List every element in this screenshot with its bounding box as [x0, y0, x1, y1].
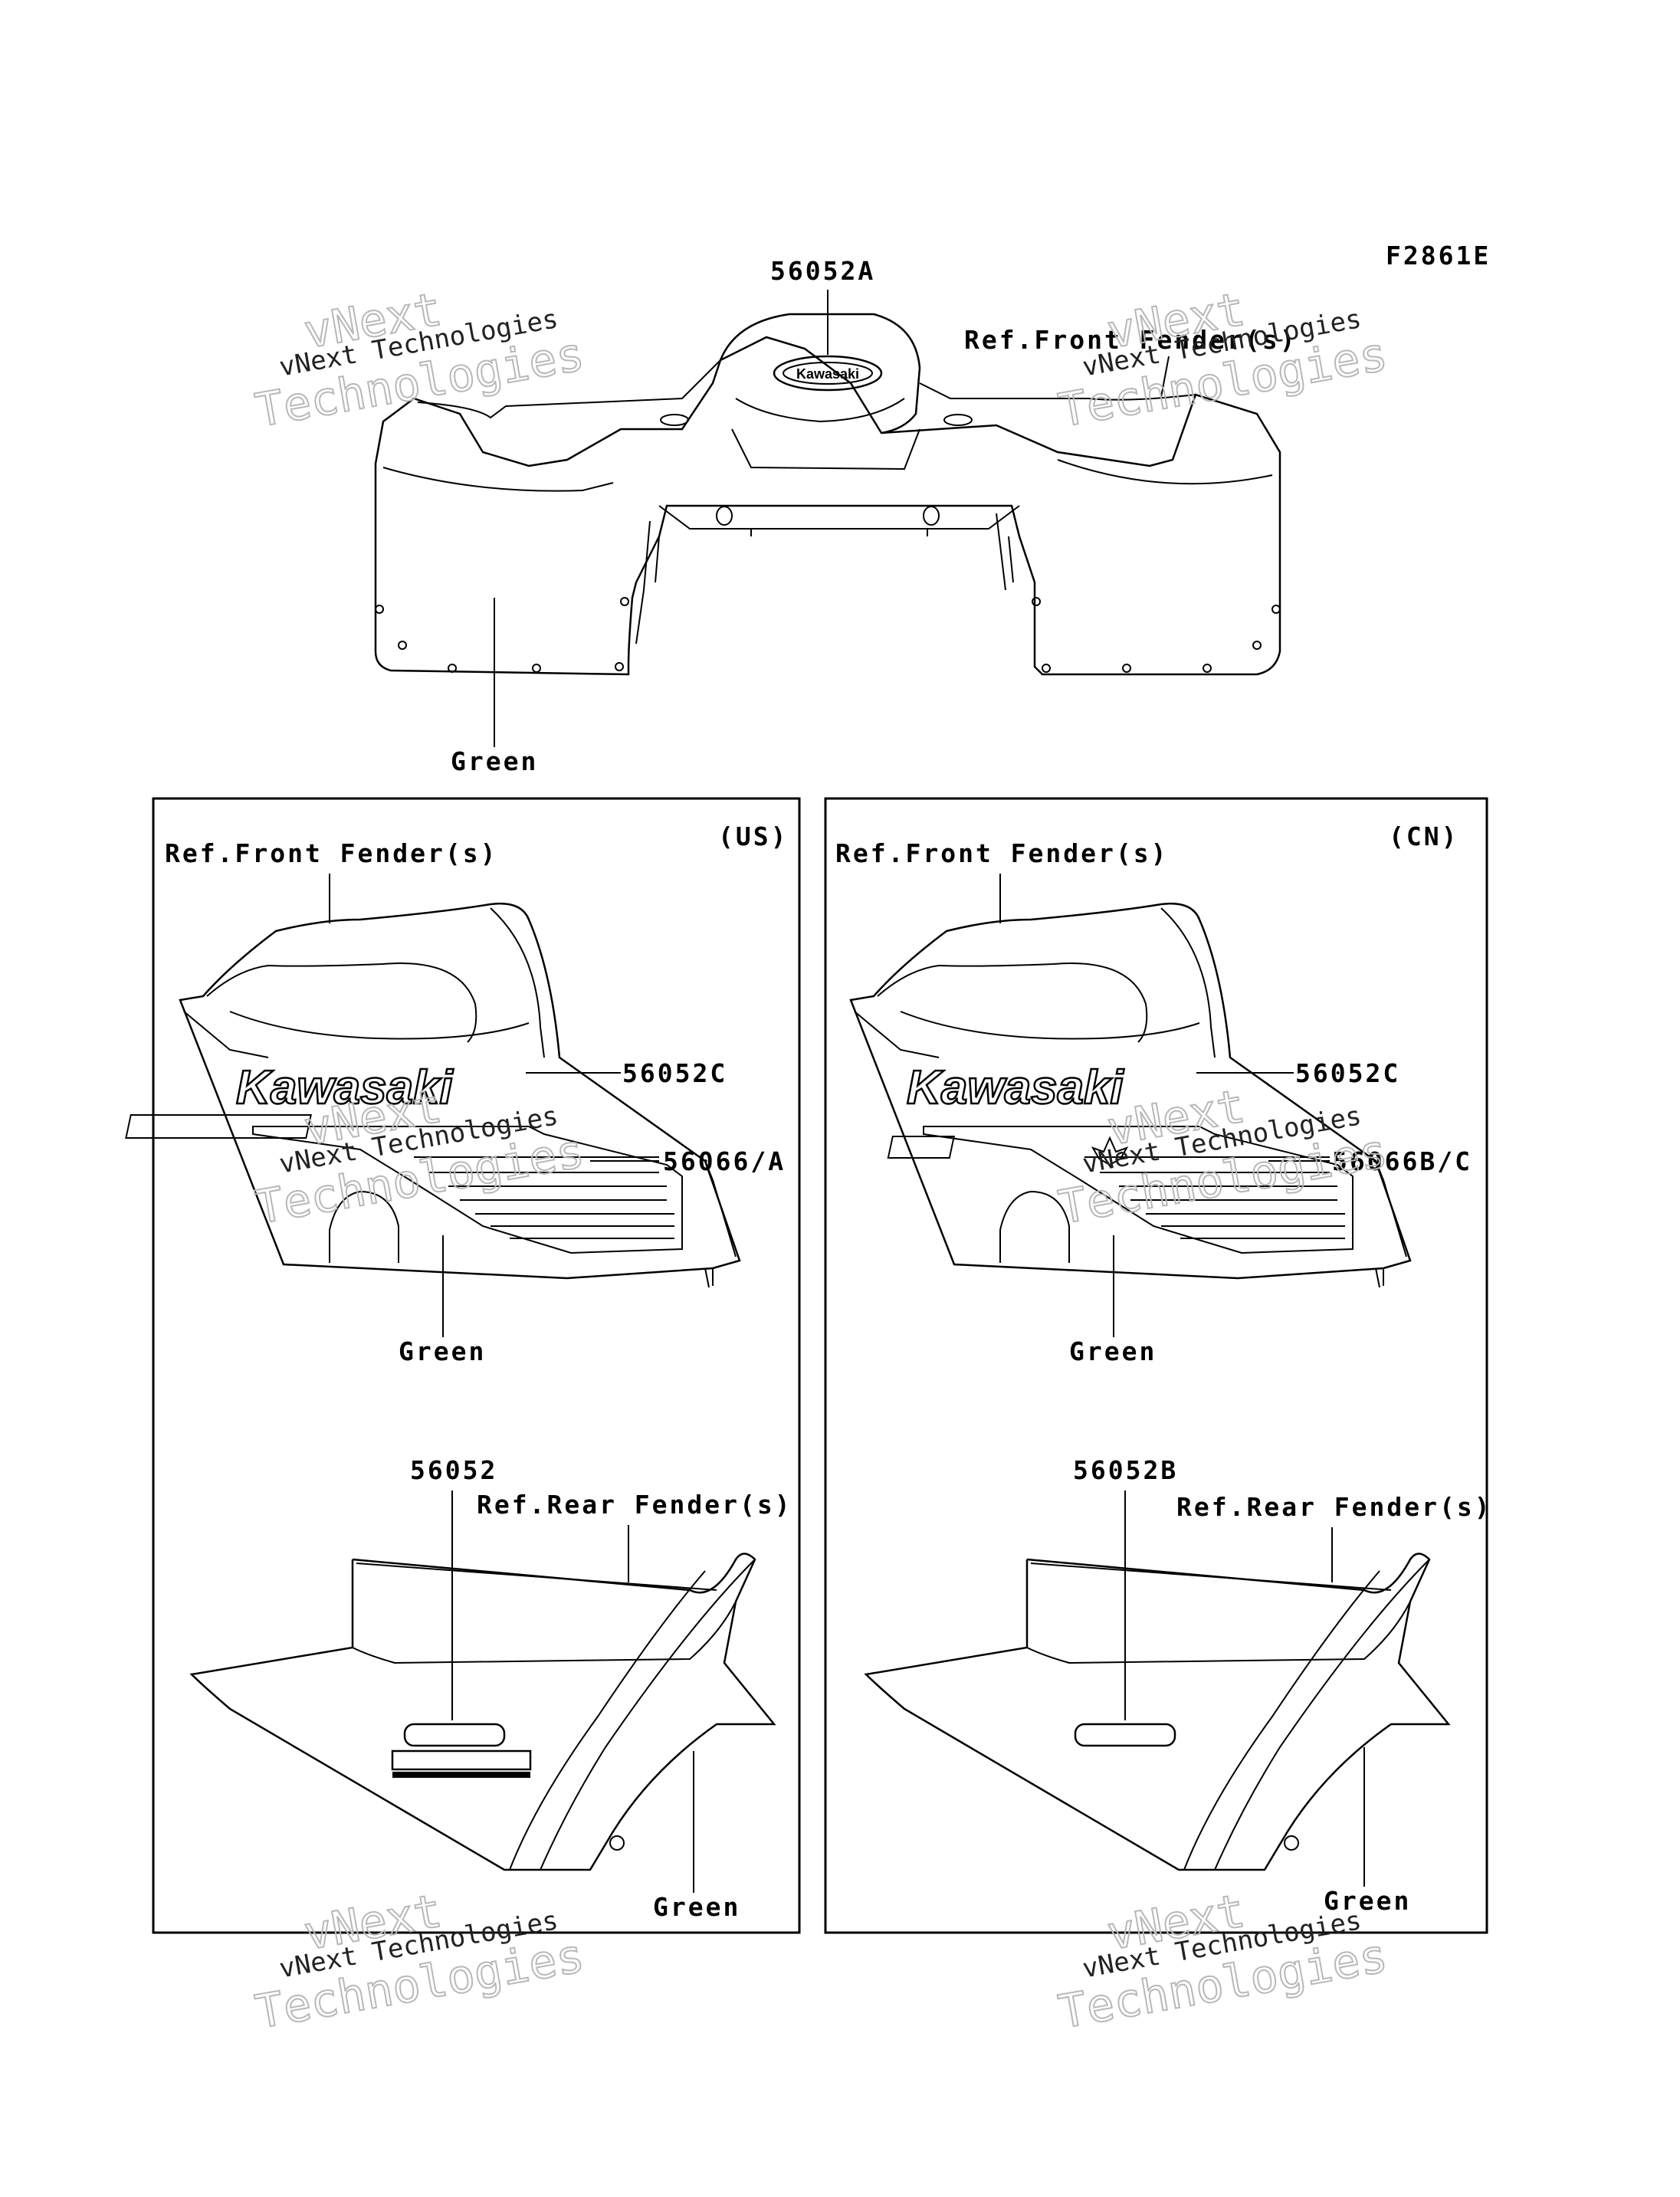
cn-front-color-green: Green [1069, 1336, 1157, 1366]
top-ref-front-fender: Ref.Front Fender(s) [964, 325, 1298, 355]
us-part-56066A: 56066/A [663, 1146, 786, 1176]
panel-cn-frame [824, 797, 1488, 1934]
cn-region-label: (CN) [1389, 821, 1459, 851]
cn-part-56052C: 56052C [1295, 1058, 1400, 1088]
cn-rear-badge [1074, 1723, 1176, 1747]
cn-front-ref: Ref.Front Fender(s) [835, 838, 1169, 868]
watermark-top-right: vNext vNext Technologies Technologies [1054, 282, 1392, 439]
cn-front-side-fender: Kawasaki [849, 902, 1412, 1288]
us-rear-badge [391, 1723, 532, 1778]
cn-rear-fender [864, 1553, 1451, 1871]
front-fender-drawing: Kawasaki [374, 313, 1281, 676]
watermark-bottom-left: vNext vNext Technologies Technologies [251, 1884, 589, 2041]
watermark-top-left: vNext vNext Technologies Technologies [251, 282, 589, 439]
panel-us-frame [152, 797, 801, 1934]
top-color-green: Green [451, 746, 538, 776]
cn-part-56052B: 56052B [1073, 1455, 1178, 1485]
cn-stripe-group [1084, 1156, 1345, 1239]
us-region-label: (US) [718, 821, 788, 851]
us-stripe-group [414, 1156, 674, 1239]
us-part-56052C: 56052C [622, 1058, 727, 1088]
us-front-ref: Ref.Front Fender(s) [165, 838, 498, 868]
us-rear-color-green: Green [653, 1892, 740, 1922]
maple-leaf-icon [1091, 1136, 1129, 1166]
us-front-color-green: Green [399, 1336, 486, 1366]
figure-code: F2861E [1386, 241, 1491, 271]
cn-part-56066BC: 56066B/C [1332, 1146, 1472, 1176]
cn-rear-color-green: Green [1324, 1886, 1411, 1916]
us-rear-ref: Ref.Rear Fender(s) [477, 1490, 792, 1520]
panel-us: (US) Ref.Front Fender(s) [125, 821, 792, 1922]
cn-kawasaki-logo: Kawasaki [907, 1061, 1124, 1114]
us-part-56052: 56052 [410, 1455, 497, 1485]
us-front-side-fender: Kawasaki [125, 902, 741, 1288]
badge-logo-text: Kawasaki [796, 366, 859, 382]
us-rear-fender [189, 1553, 776, 1871]
panel-cn: (CN) Ref.Front Fender(s) Kawasaki [835, 821, 1492, 1916]
cn-rear-ref: Ref.Rear Fender(s) [1176, 1492, 1492, 1522]
us-kawasaki-logo: Kawasaki [236, 1061, 454, 1114]
top-part-56052A: 56052A [770, 256, 875, 286]
